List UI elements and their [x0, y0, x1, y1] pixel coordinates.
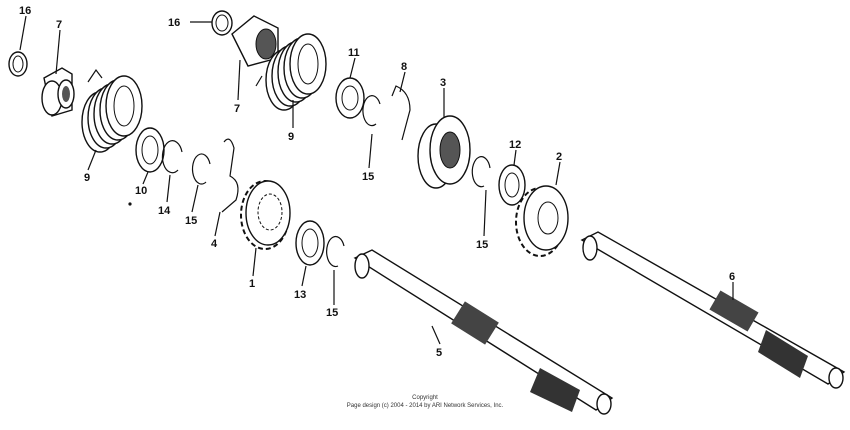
part-9-spring-right — [255, 33, 327, 111]
speck-mark — [128, 202, 132, 206]
callout-14: 14 — [158, 205, 171, 217]
part-10-washer — [135, 127, 165, 173]
callout-15-b: 15 — [326, 307, 338, 319]
callout-10: 10 — [135, 185, 147, 197]
callout-7-right: 7 — [234, 103, 240, 115]
callout-4: 4 — [211, 238, 218, 250]
part-8-spring-clip — [391, 85, 411, 141]
part-7-collar-right — [231, 15, 279, 67]
part-9-spring-left — [81, 68, 143, 153]
part-5-shaft — [353, 249, 614, 415]
callout-8: 8 — [401, 61, 407, 73]
part-14-circlip — [161, 140, 183, 174]
callout-9-left: 9 — [84, 172, 90, 184]
part-13-washer — [295, 220, 325, 266]
part-16-circlip-right — [211, 10, 233, 36]
callout-16-left: 16 — [19, 5, 31, 17]
callout-11: 11 — [348, 47, 360, 59]
copyright-heading: Copyright — [412, 395, 438, 401]
callout-12: 12 — [509, 139, 521, 151]
callout-7-left: 7 — [56, 19, 62, 31]
part-7-collar-left — [41, 67, 75, 117]
part-3-ratchet — [417, 115, 471, 189]
callout-2: 2 — [556, 151, 562, 163]
callout-15-a: 15 — [185, 215, 197, 227]
callout-16-right: 16 — [168, 17, 180, 29]
part-6-shaft — [580, 231, 846, 389]
callout-13: 13 — [294, 289, 306, 301]
part-15-circlip-b — [326, 235, 345, 268]
callout-9-right: 9 — [288, 131, 294, 143]
part-4-pawl-spring — [221, 138, 239, 213]
callout-3: 3 — [440, 77, 446, 89]
part-16-circlip-left — [8, 51, 28, 77]
part-2-gear — [515, 185, 569, 257]
copyright-notice: Page design (c) 2004 - 2014 by ARI Netwo… — [347, 403, 504, 409]
part-12-washer — [498, 164, 526, 206]
part-1-gear — [240, 180, 291, 250]
callout-15-c: 15 — [362, 171, 374, 183]
part-15-circlip-d — [471, 156, 491, 188]
callout-6: 6 — [729, 271, 735, 283]
leader-lines — [19, 15, 734, 345]
part-11-washer — [335, 77, 365, 119]
part-15-circlip-a — [191, 153, 211, 185]
callout-15-d: 15 — [476, 239, 488, 251]
part-15-circlip-c — [362, 95, 381, 127]
callout-5: 5 — [436, 347, 442, 359]
callout-1: 1 — [249, 278, 255, 290]
